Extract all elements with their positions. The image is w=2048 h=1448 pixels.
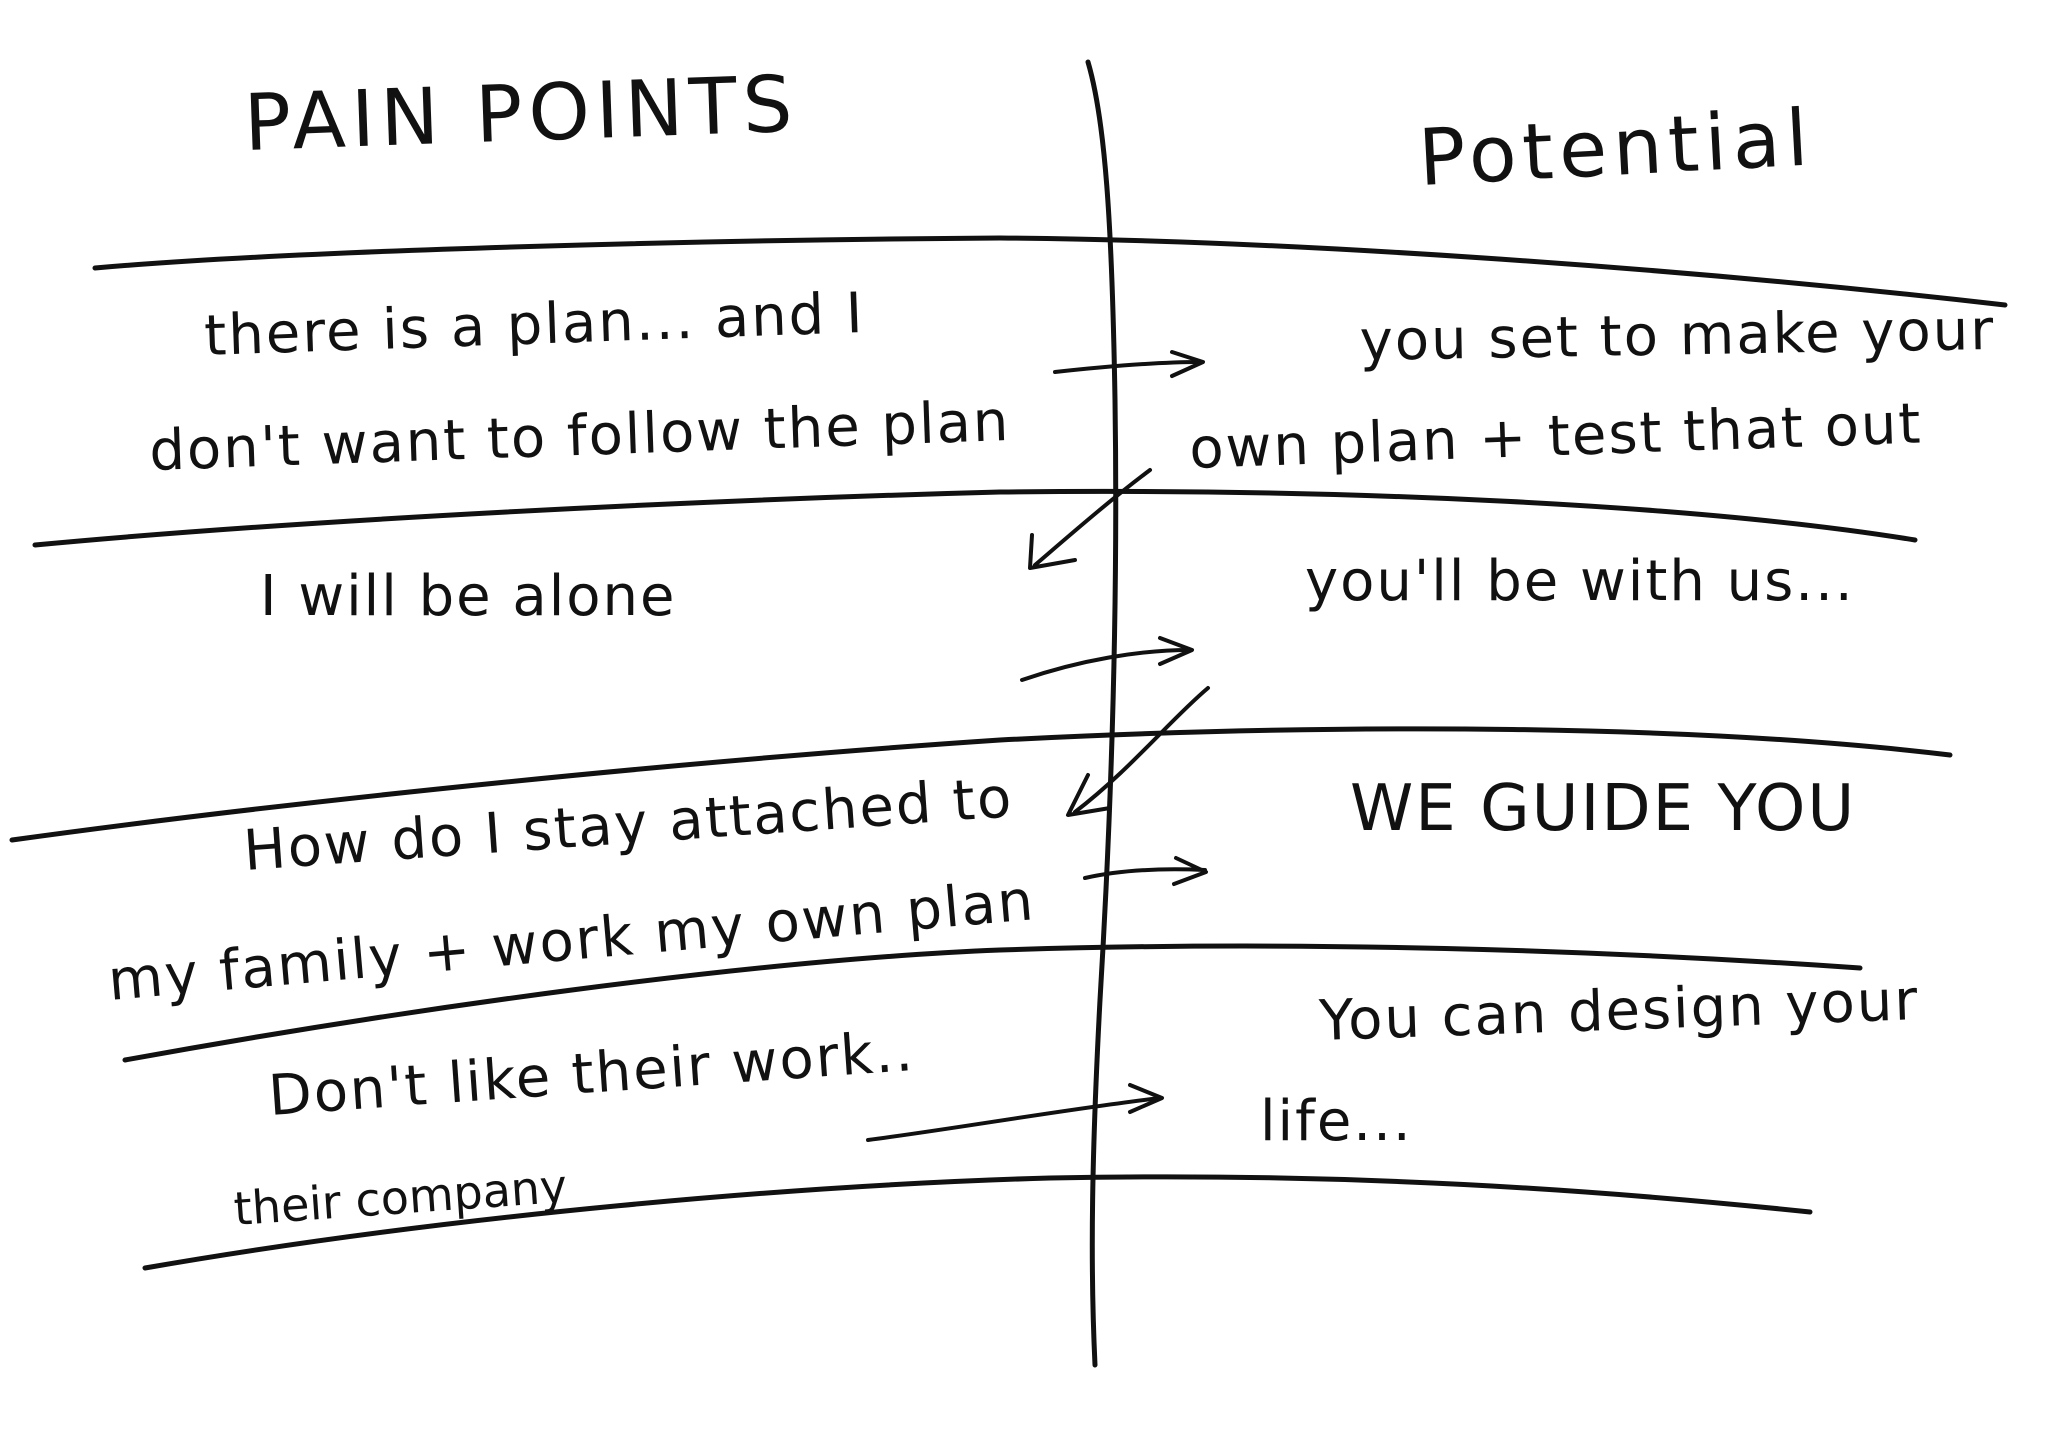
pain-point-2: I will be alone — [260, 564, 676, 629]
row-separator — [122, 943, 1863, 1063]
potential-4-line-1: You can design your — [1317, 968, 1920, 1054]
row-separator — [92, 235, 2008, 308]
potential-3: WE GUIDE YOU — [1350, 772, 1856, 846]
heading-pain-points: PAIN POINTS — [243, 60, 800, 169]
pain-point-1-line-2: don't want to follow the plan — [148, 389, 1011, 484]
pain-point-4-line-1: Don't like their work.. — [266, 1019, 916, 1129]
potential-1-line-2: own plan + test that out — [1188, 391, 1923, 482]
arrow-left-2 — [1066, 686, 1210, 817]
heading-potential: Potential — [1416, 93, 1816, 204]
arrow-right-1 — [1053, 350, 1205, 378]
pain-point-4-line-2: their company — [232, 1159, 569, 1236]
row-separator — [9, 726, 1953, 843]
arrow-left-1 — [1028, 468, 1152, 570]
row-separator — [32, 488, 1918, 548]
pain-point-3-line-1: How do I stay attached to — [241, 765, 1015, 884]
potential-2: you'll be with us... — [1305, 549, 1855, 614]
row-separator — [142, 1174, 1813, 1271]
column-divider — [1085, 59, 1119, 1368]
pain-point-1-line-1: there is a plan... and I — [203, 281, 865, 369]
arrow-right-2 — [1020, 636, 1194, 682]
arrow-right-3 — [1083, 856, 1208, 886]
potential-4-line-2: life... — [1260, 1089, 1413, 1154]
potential-1-line-1: you set to make your — [1359, 298, 1996, 374]
arrow-right-4 — [866, 1083, 1164, 1142]
